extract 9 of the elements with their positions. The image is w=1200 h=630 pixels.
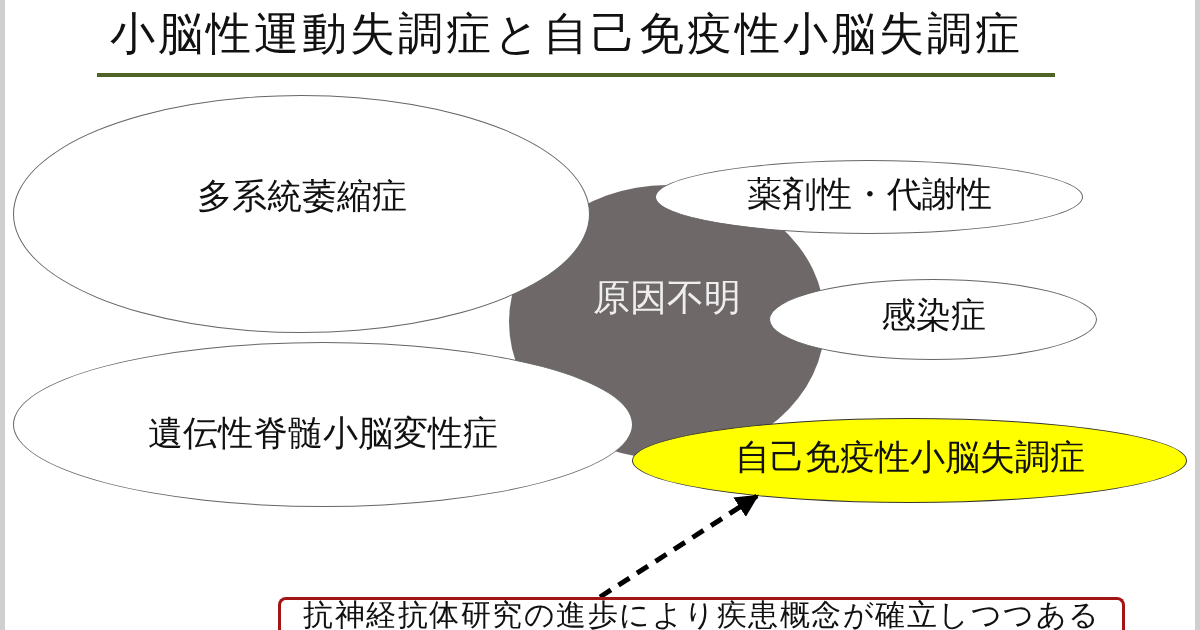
category-label: 薬剤性・代謝性 bbox=[746, 173, 992, 215]
category-label: 多系統萎縮症 bbox=[196, 175, 407, 217]
center-label: 原因不明 bbox=[593, 277, 741, 319]
dashed-arrow bbox=[598, 493, 759, 600]
category-label: 自己免疫性小脳失調症 bbox=[734, 435, 1085, 478]
category-label: 遺伝性脊髄小脳変性症 bbox=[148, 411, 498, 454]
category-label: 感染症 bbox=[880, 293, 986, 336]
note-text: 抗神経抗体研究の進歩により疾患概念が確立しつつある bbox=[303, 600, 1101, 630]
slide-title: 小脳性運動失調症と自己免疫性小脳失調症 bbox=[110, 8, 1023, 60]
